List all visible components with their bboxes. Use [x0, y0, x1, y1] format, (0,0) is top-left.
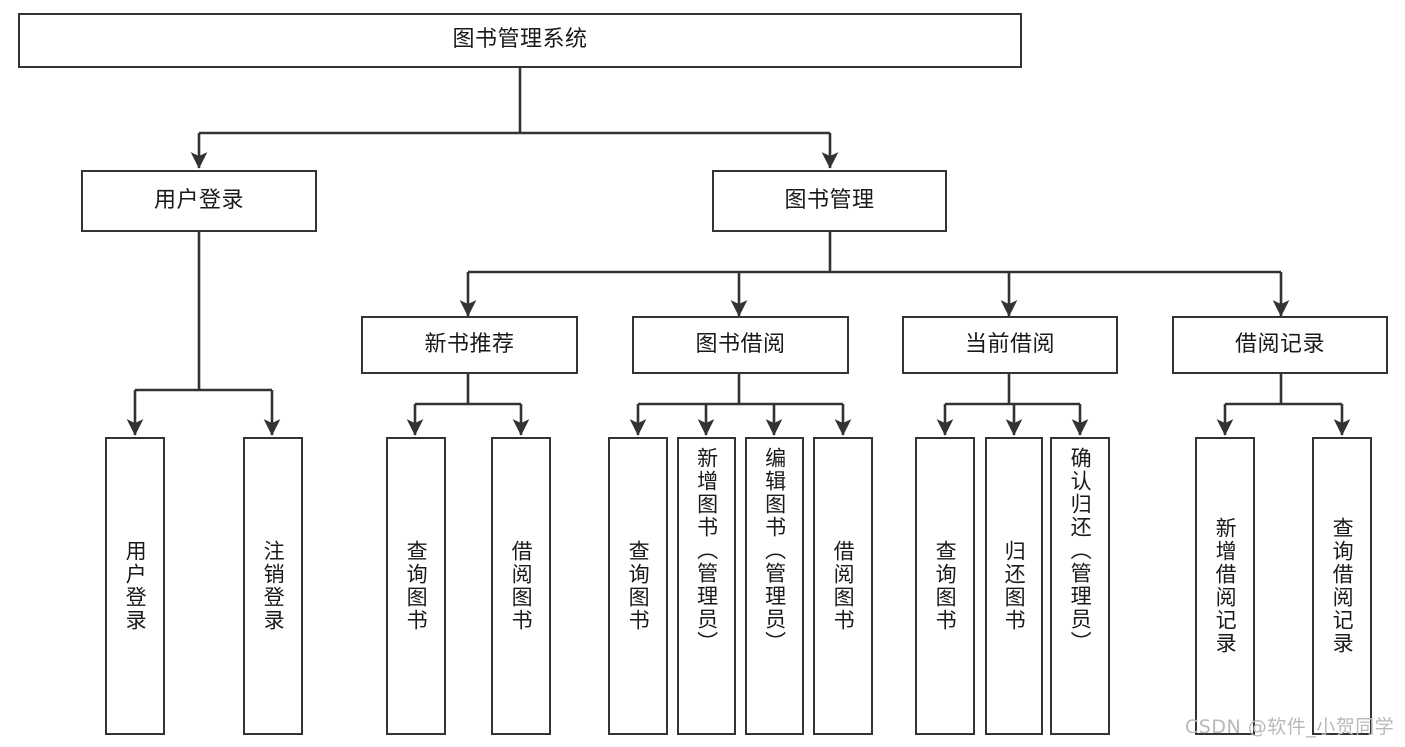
node-root-label: 图书管理系统	[452, 27, 588, 53]
node-user-login-label: 用户登录	[153, 187, 244, 213]
node-new-book-recommend-label: 新书推荐	[424, 331, 515, 357]
leaf-book-borrow-2-label: 新增图书（管理员）	[694, 447, 719, 654]
leaf-user-login-2-label: 注销登录	[261, 540, 286, 632]
node-borrow-record[interactable]: 借阅记录	[1172, 316, 1388, 374]
node-book-borrow[interactable]: 图书借阅	[632, 316, 849, 374]
leaf-book-borrow-4[interactable]: 借阅图书	[813, 437, 873, 735]
leaf-book-borrow-3[interactable]: 编辑图书（管理员）	[745, 437, 804, 735]
node-book-borrow-label: 图书借阅	[695, 331, 786, 357]
leaf-book-borrow-3-label: 编辑图书（管理员）	[762, 447, 787, 654]
node-current-borrow-label: 当前借阅	[964, 331, 1055, 357]
leaf-current-borrow-3[interactable]: 确认归还（管理员）	[1050, 437, 1110, 735]
node-book-manage-label: 图书管理	[784, 187, 875, 213]
leaf-current-borrow-2-label: 归还图书	[1002, 540, 1027, 632]
leaf-current-borrow-1-label: 查询图书	[933, 540, 958, 632]
node-user-login[interactable]: 用户登录	[81, 170, 317, 232]
leaf-current-borrow-3-label: 确认归还（管理员）	[1068, 447, 1093, 654]
leaf-current-borrow-2[interactable]: 归还图书	[985, 437, 1043, 735]
leaf-new-book-2[interactable]: 借阅图书	[491, 437, 551, 735]
watermark-text: CSDN @软件_小贺同学	[1185, 716, 1395, 738]
leaf-book-borrow-4-label: 借阅图书	[831, 540, 856, 632]
leaf-user-login-2[interactable]: 注销登录	[243, 437, 303, 735]
leaf-user-login-1[interactable]: 用户登录	[105, 437, 165, 735]
leaf-borrow-record-1[interactable]: 新增借阅记录	[1195, 437, 1255, 735]
leaf-borrow-record-1-label: 新增借阅记录	[1213, 517, 1238, 655]
node-root[interactable]: 图书管理系统	[18, 13, 1022, 68]
leaf-book-borrow-1-label: 查询图书	[626, 540, 651, 632]
leaf-borrow-record-2-label: 查询借阅记录	[1330, 517, 1355, 655]
leaf-new-book-1-label: 查询图书	[404, 540, 429, 632]
node-current-borrow[interactable]: 当前借阅	[902, 316, 1118, 374]
leaf-book-borrow-1[interactable]: 查询图书	[608, 437, 668, 735]
node-new-book-recommend[interactable]: 新书推荐	[361, 316, 578, 374]
leaf-current-borrow-1[interactable]: 查询图书	[915, 437, 975, 735]
leaf-user-login-1-label: 用户登录	[123, 540, 148, 632]
leaf-borrow-record-2[interactable]: 查询借阅记录	[1312, 437, 1372, 735]
leaf-book-borrow-2[interactable]: 新增图书（管理员）	[677, 437, 736, 735]
leaf-new-book-1[interactable]: 查询图书	[386, 437, 446, 735]
node-borrow-record-label: 借阅记录	[1234, 331, 1325, 357]
leaf-new-book-2-label: 借阅图书	[509, 540, 534, 632]
node-book-manage[interactable]: 图书管理	[712, 170, 947, 232]
